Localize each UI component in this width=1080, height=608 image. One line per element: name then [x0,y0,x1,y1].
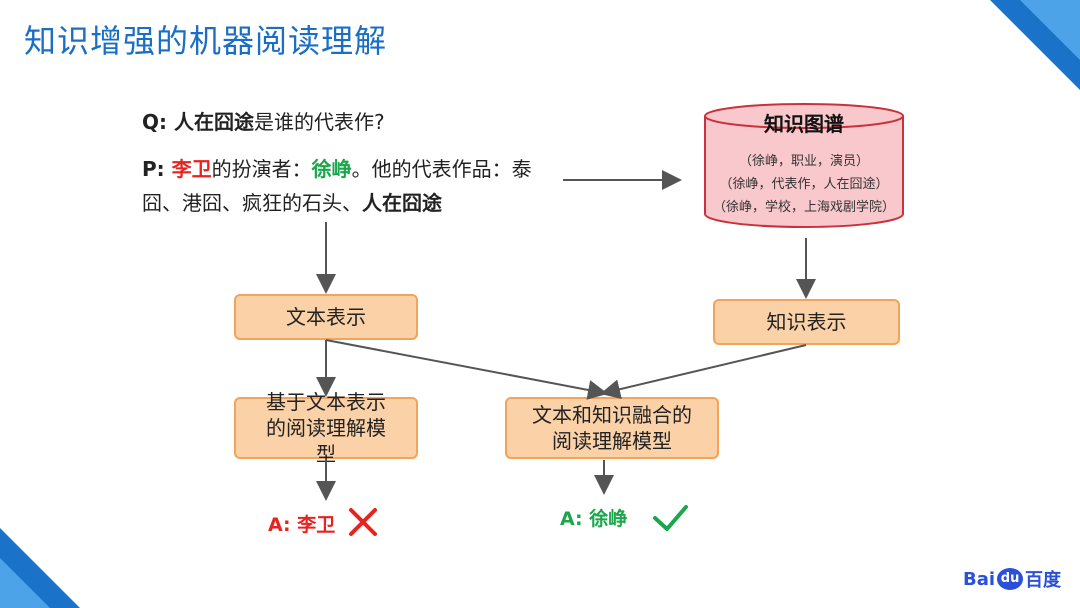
question-prefix: Q: [142,110,174,134]
passage-name-wrong: 李卫 [171,157,212,181]
passage-mid2: 。他的代表作品：泰囧、港囧、疯狂的石头、 [142,157,532,215]
knowledge-triple: （徐峥，代表作，人在囧途） [719,177,889,192]
check-icon [653,505,688,531]
corner-decoration-top-right-light [1020,0,1080,60]
text-representation-box: 文本表示 [234,294,418,340]
cross-icon [349,508,377,536]
corner-decoration-bottom-left-light [0,558,50,608]
answer-wrong: A: 李卫 [268,514,336,536]
question-text: Q: 人在囧途是谁的代表作? [142,106,385,135]
baidu-logo: Bai du 百度 [963,566,1061,592]
passage-prefix: P: [142,157,172,181]
passage-highlight: 人在囧途 [362,191,442,215]
arrow-knowledge-to-model2 [600,344,807,400]
knowledge-graph-title: 知识图谱 [764,112,844,136]
knowledge-representation-box: 知识表示 [713,299,900,345]
passage-text: P: 李卫的扮演者：徐峥。他的代表作品：泰囧、港囧、疯狂的石头、人在囧途 [142,152,537,220]
question-rest: 是谁的代表作? [253,110,385,134]
knowledge-triple: （徐峥，职业，演员） [738,154,869,169]
fusion-model-box: 文本和知识融合的阅读理解模型 [505,397,719,459]
knowledge-triple: （徐峥，学校，上海戏剧学院） [712,200,895,215]
logo-text-left: Bai [963,568,996,590]
knowledge-graph-cylinder [704,103,904,228]
answer-right: A: 徐峥 [560,508,628,530]
question-highlight: 人在囧途 [173,110,254,134]
slide-title: 知识增强的机器阅读理解 [24,22,388,60]
passage-name-right: 徐峥 [311,157,352,181]
passage-mid1: 的扮演者： [211,157,312,181]
arrow-text-to-model2 [325,339,608,400]
logo-paw-icon: du [997,568,1024,590]
logo-text-right: 百度 [1025,570,1062,591]
